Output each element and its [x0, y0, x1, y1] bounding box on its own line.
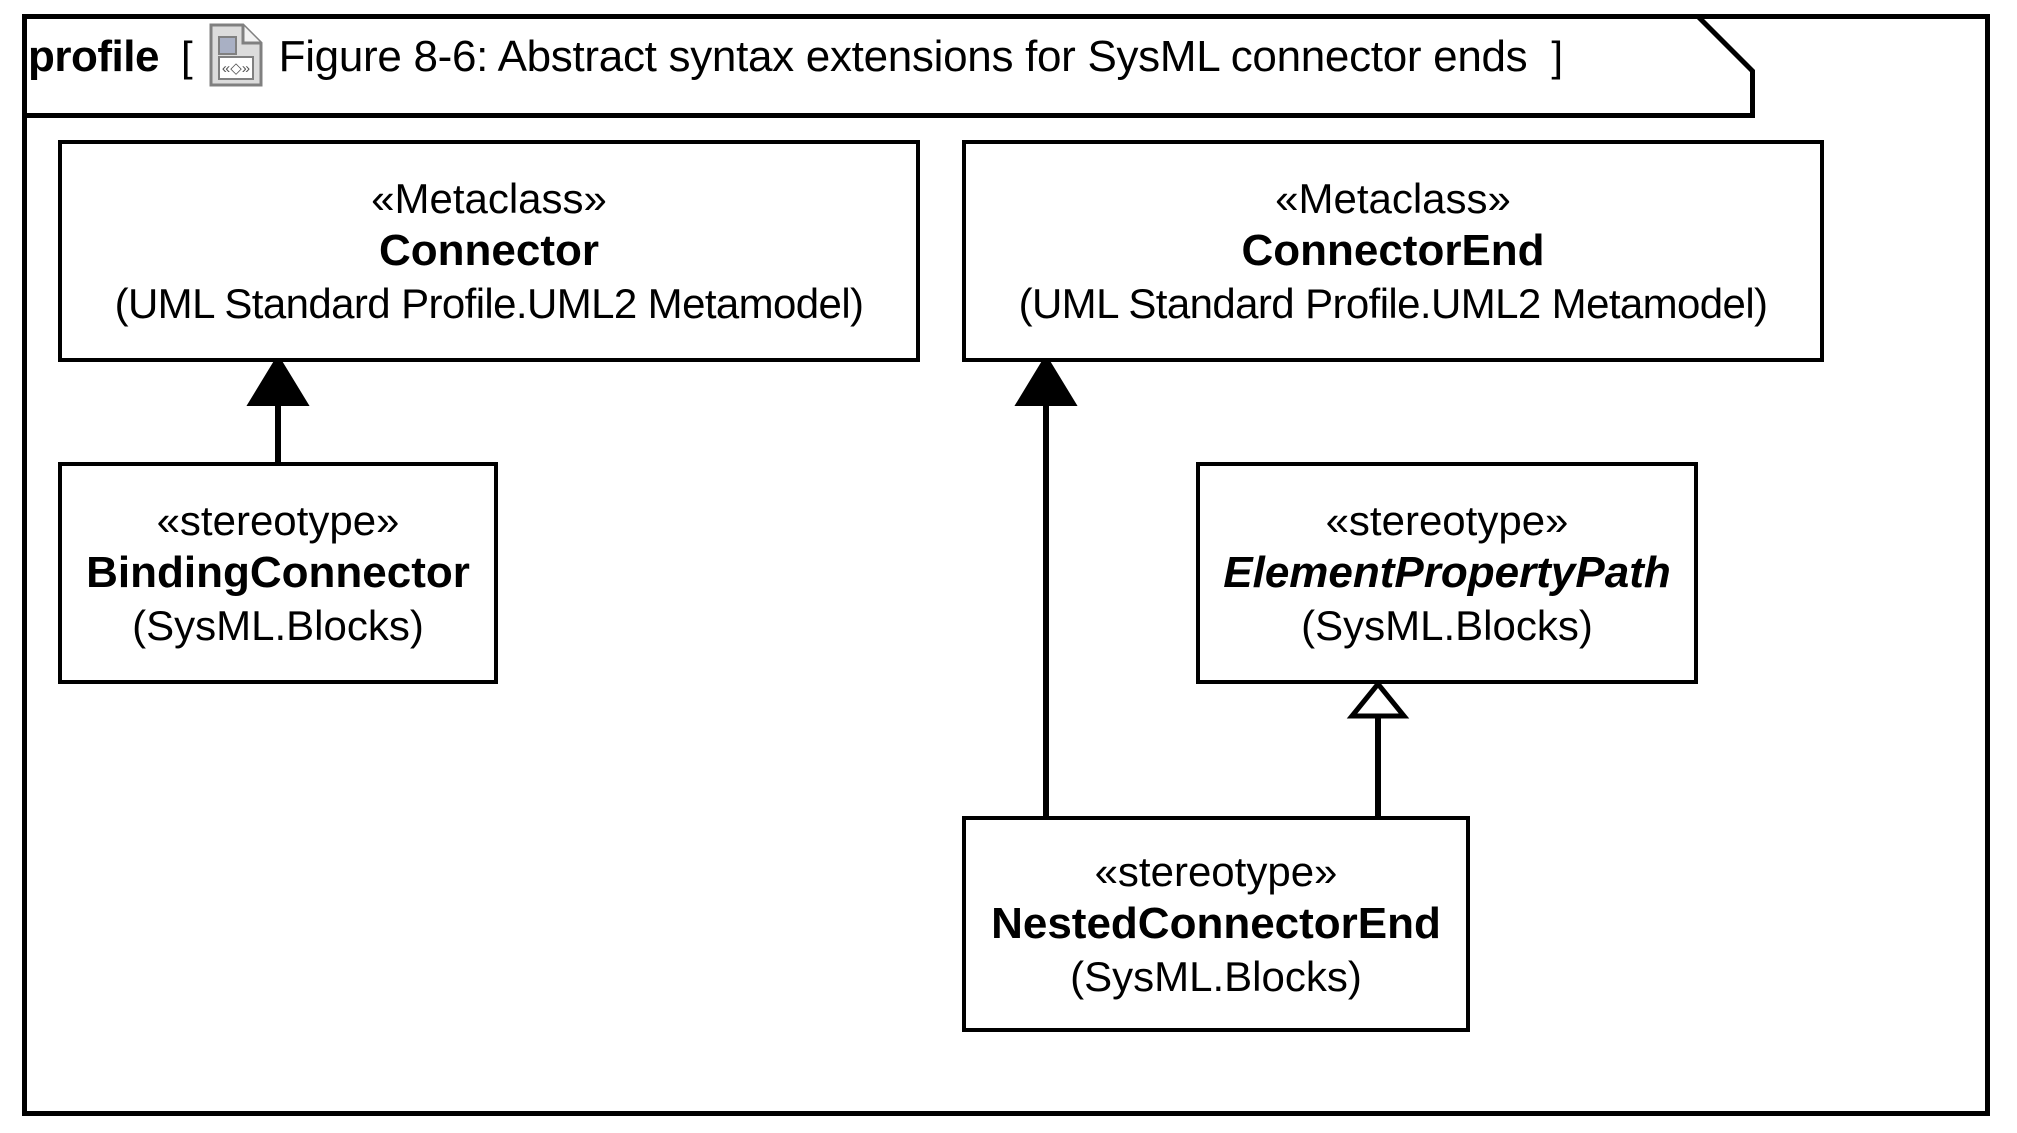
class-name: NestedConnectorEnd	[991, 899, 1441, 949]
frame-kind-label: profile	[28, 32, 159, 81]
class-name: Connector	[379, 226, 599, 276]
frame-header-label: profile [ «◇» Figure 8-6: Abstract synta…	[28, 14, 1563, 100]
class-package: (SysML.Blocks)	[1301, 601, 1593, 649]
class-box-connector-end[interactable]: «Metaclass» ConnectorEnd (UML Standard P…	[962, 140, 1824, 362]
class-box-binding-connector[interactable]: «stereotype» BindingConnector (SysML.Blo…	[58, 462, 498, 684]
class-box-connector[interactable]: «Metaclass» Connector (UML Standard Prof…	[58, 140, 920, 362]
stereotype-label: «Metaclass»	[371, 174, 607, 222]
class-package: (SysML.Blocks)	[132, 601, 424, 649]
class-name: ConnectorEnd	[1241, 226, 1545, 276]
stereotype-label: «stereotype»	[1094, 847, 1338, 895]
class-box-element-property-path[interactable]: «stereotype» ElementPropertyPath (SysML.…	[1196, 462, 1698, 684]
diagram-frame-header	[22, 14, 1755, 118]
class-package: (UML Standard Profile.UML2 Metamodel)	[114, 279, 864, 327]
class-box-nested-connector-end[interactable]: «stereotype» NestedConnectorEnd (SysML.B…	[962, 816, 1470, 1032]
class-name: BindingConnector	[86, 548, 470, 598]
frame-bracket-open: [	[180, 33, 193, 80]
stereotype-label: «Metaclass»	[1275, 174, 1511, 222]
class-name: ElementPropertyPath	[1223, 548, 1671, 598]
stereotype-label: «stereotype»	[156, 496, 400, 544]
class-package: (SysML.Blocks)	[1070, 952, 1362, 1000]
frame-bracket-close: ]	[1551, 33, 1564, 80]
frame-title-text: Figure 8-6: Abstract syntax extensions f…	[278, 32, 1528, 81]
class-package: (UML Standard Profile.UML2 Metamodel)	[1018, 279, 1768, 327]
svg-text:«◇»: «◇»	[222, 60, 250, 77]
profile-diagram-icon: «◇»	[209, 23, 263, 92]
stereotype-label: «stereotype»	[1325, 496, 1569, 544]
